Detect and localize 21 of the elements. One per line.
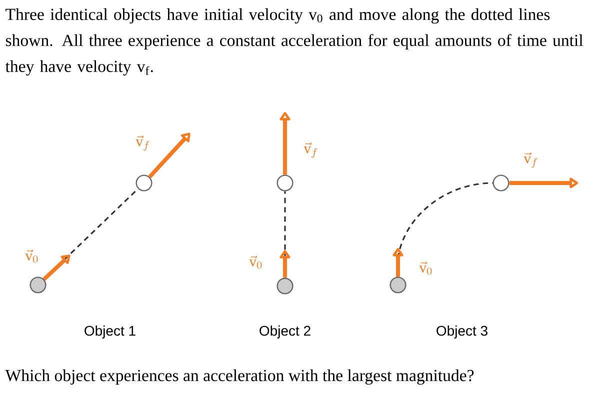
velocity-label: $\vec{\mathrm{v}}_0$ bbox=[25, 249, 38, 263]
question-text: Which object experiences an acceleration with the largest magnitude? bbox=[5, 369, 474, 385]
velocity-label: $\vec{\mathrm{v}}_f$ bbox=[136, 135, 150, 151]
velocity-arrow bbox=[280, 250, 290, 278]
object-circle bbox=[136, 174, 152, 192]
velocity-arrow bbox=[509, 178, 578, 188]
velocity-arrow bbox=[148, 132, 190, 178]
object-circle bbox=[492, 174, 510, 192]
object-circle bbox=[276, 174, 294, 192]
object-circle bbox=[30, 276, 46, 294]
velocity-label: $\vec{\mathrm{v}}_f$ bbox=[524, 152, 538, 168]
velocity-label: $\vec{\mathrm{v}}_f$ bbox=[304, 142, 318, 158]
object-circle bbox=[276, 278, 294, 294]
velocity-arrow bbox=[42, 254, 70, 281]
velocity-arrow bbox=[392, 248, 404, 277]
question-text: Three identical objects have initial velocity v$_{0}$ and move along the dotted lines shown. All three experience a constant acceleration for equal amounts of time until they have velocity v$_{f}$. bbox=[5, 8, 583, 76]
velocity-label: $\vec{\mathrm{v}}_0$ bbox=[249, 256, 262, 269]
object-circle bbox=[390, 276, 406, 294]
dotted-path bbox=[396, 182, 493, 277]
velocity-label: $\vec{\mathrm{v}}_0$ bbox=[419, 262, 432, 275]
velocity-arrow bbox=[280, 112, 290, 175]
